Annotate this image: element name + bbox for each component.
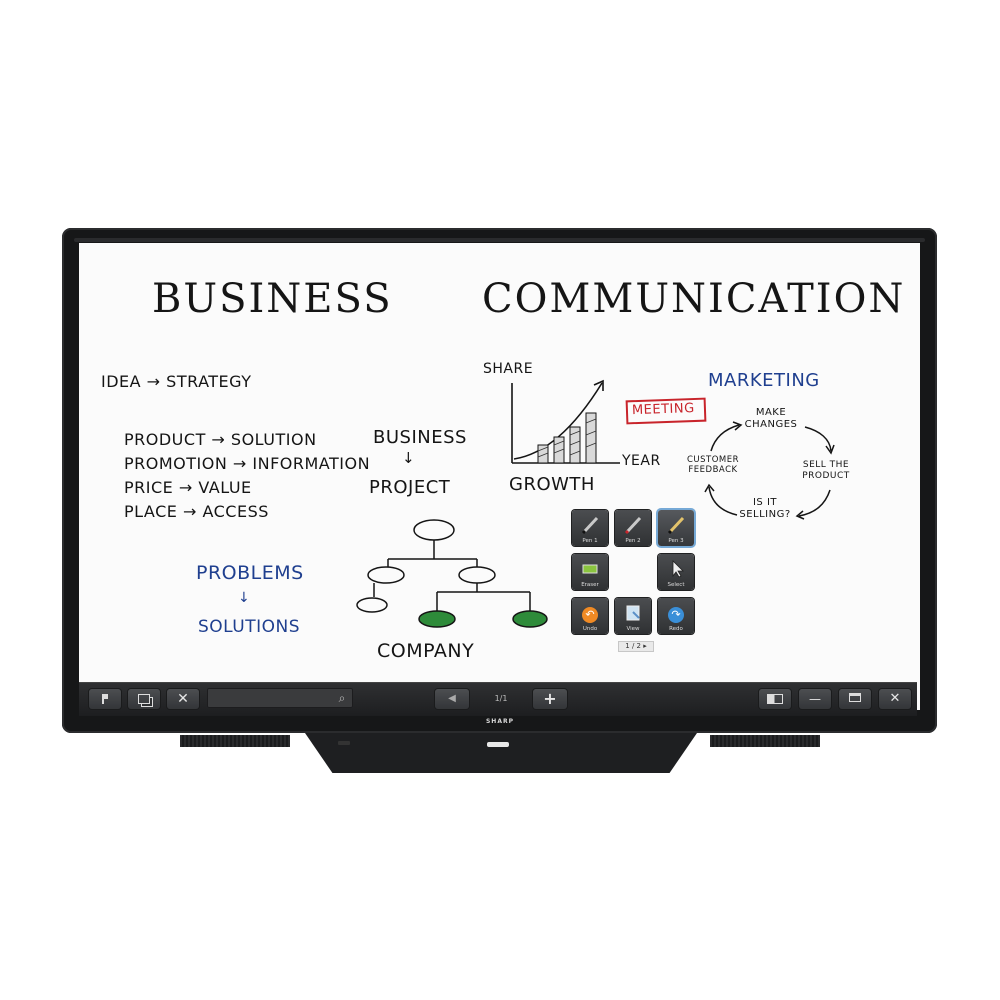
pen-2-tool[interactable]: Pen 2: [615, 510, 651, 546]
org-chart-drawing: [356, 519, 548, 628]
arrow-down-icon: ↓: [402, 449, 416, 467]
mix-line-promotion: PROMOTION → INFORMATION: [124, 454, 371, 473]
tools-button[interactable]: ✕: [167, 689, 199, 709]
redo-tool[interactable]: ↷ Redo: [658, 598, 694, 634]
pin-icon: [102, 694, 108, 704]
project-text: PROJECT: [369, 477, 451, 498]
minimize-button[interactable]: —: [799, 689, 831, 709]
eraser-icon: [572, 559, 608, 579]
pen-icon: [572, 515, 608, 535]
palette-page-indicator[interactable]: 1 / 2 ▸: [618, 641, 654, 652]
prev-page-button[interactable]: ◀: [435, 689, 469, 709]
pen-1-tool[interactable]: Pen 1: [572, 510, 608, 546]
tool-label: Select: [667, 582, 685, 588]
mix-line-place: PLACE → ACCESS: [124, 502, 269, 521]
growth-label: GROWTH: [509, 474, 595, 495]
display-monitor: [62, 228, 937, 733]
pages-button[interactable]: [128, 689, 160, 709]
monitor-stand: [305, 733, 697, 773]
pin-button[interactable]: [89, 689, 121, 709]
pen-icon: [615, 515, 651, 535]
search-input[interactable]: [207, 688, 353, 708]
brand-logo: SHARP: [485, 718, 514, 725]
mix-line-price: PRICE → VALUE: [124, 478, 252, 497]
restore-button[interactable]: [839, 689, 871, 709]
bezel-top: [74, 238, 925, 242]
undo-tool[interactable]: ↶ Undo: [572, 598, 608, 634]
tools-icon: ✕: [177, 691, 189, 707]
problems-text: PROBLEMS: [196, 562, 304, 584]
title-communication: COMMUNICATION: [482, 276, 906, 322]
solutions-text: SOLUTIONS: [198, 617, 301, 637]
plus-icon: +: [543, 689, 557, 708]
growth-chart-drawing: [511, 379, 620, 464]
business-small-text: BUSINESS: [373, 427, 467, 448]
meeting-text: MEETING: [631, 401, 695, 419]
display-mode-button[interactable]: [759, 689, 791, 709]
cycle-customer-feedback: CUSTOMER FEEDBACK: [686, 455, 740, 475]
cycle-make-changes: MAKE CHANGES: [744, 407, 798, 430]
tool-label: Eraser: [581, 582, 599, 588]
title-business: BUSINESS: [152, 276, 393, 322]
eraser-tool[interactable]: Eraser: [572, 554, 608, 590]
speaker-grille-left: [180, 735, 290, 747]
pages-icon: [138, 694, 150, 704]
stand-indicator-light: [487, 742, 509, 747]
tool-label: Pen 3: [668, 538, 684, 544]
cycle-is-it-selling: IS IT SELLING?: [739, 497, 791, 520]
chevron-left-icon: ◀: [448, 693, 456, 704]
page-count: 1/1: [494, 694, 508, 703]
cycle-sell-product: SELL THE PRODUCT: [802, 460, 850, 481]
company-text: COMPANY: [377, 640, 475, 662]
search-icon[interactable]: ⌕: [338, 691, 346, 705]
select-tool[interactable]: Select: [658, 554, 694, 590]
whiteboard-screen[interactable]: [79, 243, 920, 710]
pen-3-tool[interactable]: Pen 3: [658, 510, 694, 546]
mix-line-product: PRODUCT → SOLUTION: [124, 430, 317, 449]
share-label: SHARE: [483, 361, 534, 377]
marketing-title: MARKETING: [708, 370, 820, 391]
idea-strategy-text: IDEA → STRATEGY: [101, 372, 252, 391]
view-icon: [615, 603, 651, 623]
minimize-icon: —: [809, 692, 821, 706]
arrow-down-icon: ↓: [238, 590, 251, 606]
pen-icon: [658, 515, 694, 535]
add-page-button[interactable]: +: [533, 689, 567, 709]
year-label: YEAR: [622, 453, 661, 469]
tool-label: Undo: [582, 626, 598, 632]
speaker-grille-right: [710, 735, 820, 747]
view-tool[interactable]: View: [615, 598, 651, 634]
display-icon: [767, 694, 783, 704]
restore-icon: [849, 693, 861, 702]
close-button[interactable]: ✕: [879, 689, 911, 709]
redo-icon: ↷: [658, 603, 694, 623]
tool-label: View: [626, 626, 640, 632]
tool-label: Redo: [669, 626, 683, 632]
undo-icon: ↶: [572, 603, 608, 623]
tool-label: Pen 2: [625, 538, 641, 544]
cursor-icon: [658, 559, 694, 579]
close-icon: ✕: [889, 691, 901, 706]
tool-label: Pen 1: [582, 538, 598, 544]
stand-button[interactable]: [338, 741, 350, 745]
cycle-arrows-drawing: [704, 421, 835, 520]
